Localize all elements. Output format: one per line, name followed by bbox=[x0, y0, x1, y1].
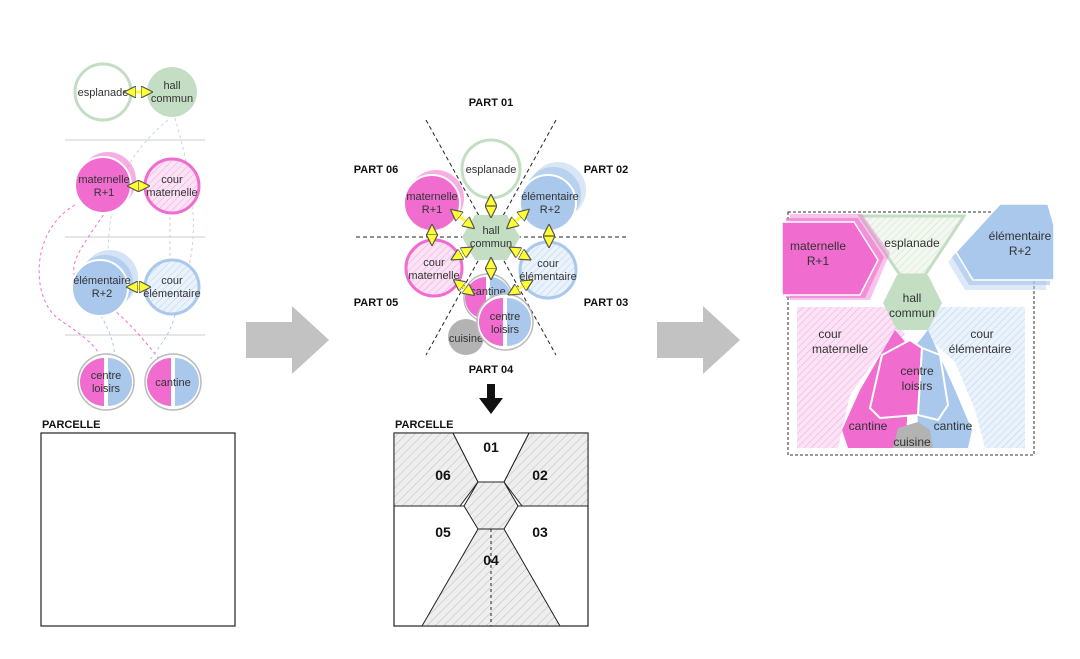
cour-label: cour bbox=[970, 327, 993, 341]
double-arrow bbox=[458, 283, 470, 292]
hall-label: commun bbox=[889, 306, 935, 320]
double-arrow bbox=[511, 213, 525, 225]
centre-loisirs-pink-half bbox=[80, 358, 104, 406]
right-plan: cour maternelle cour élémentaire esplana… bbox=[781, 203, 1055, 456]
part-03-label: PART 03 bbox=[584, 297, 628, 309]
cour-label: cour bbox=[161, 174, 183, 186]
big-right-arrow bbox=[246, 306, 329, 374]
cour-label: maternelle bbox=[408, 270, 459, 282]
hall-commun-circle bbox=[147, 67, 197, 117]
cour-label: cour bbox=[537, 258, 559, 270]
maternelle-block bbox=[781, 221, 879, 296]
cour-maternelle-circle bbox=[143, 157, 201, 215]
connector-line bbox=[174, 117, 194, 291]
zone-05-label: 05 bbox=[435, 524, 451, 540]
cuisine-label: cuisine bbox=[449, 333, 483, 345]
centre-label: centre bbox=[91, 370, 122, 382]
centre-label: centre bbox=[490, 311, 521, 323]
maternelle-label: maternelle bbox=[790, 239, 846, 253]
part-06-label: PART 06 bbox=[354, 164, 398, 176]
maternelle-level: R+1 bbox=[807, 254, 830, 268]
left-diagram: esplanade hall commun maternelle R+1 cou… bbox=[38, 62, 236, 627]
centre-loisirs-pink-half bbox=[479, 298, 503, 346]
centre-loisirs-blue-half bbox=[507, 298, 531, 346]
elementaire-circle bbox=[519, 174, 577, 232]
elementaire-label: élémentaire bbox=[73, 275, 130, 287]
cantine-pink-half bbox=[147, 358, 171, 406]
maternelle-level: R+1 bbox=[422, 204, 443, 216]
cuisine-circle bbox=[448, 319, 484, 355]
centre-loisirs-blue-half bbox=[108, 358, 132, 406]
cour-label: cour bbox=[818, 327, 841, 341]
connector-line bbox=[149, 314, 176, 361]
hall-label: hall bbox=[163, 80, 180, 92]
site-boundary bbox=[787, 211, 1035, 456]
part-04-label: PART 04 bbox=[469, 364, 514, 376]
cantine-label: cantine bbox=[155, 377, 190, 389]
cantine-label: cantine bbox=[934, 419, 973, 433]
elementaire-label: élémentaire bbox=[521, 191, 578, 203]
zone-01-label: 01 bbox=[483, 439, 499, 455]
down-arrow-icon bbox=[479, 384, 503, 414]
cour-elementaire-circle bbox=[143, 258, 201, 316]
hall-label: hall bbox=[482, 225, 499, 237]
centre-label: centre bbox=[900, 364, 934, 378]
cour-label: maternelle bbox=[812, 342, 868, 356]
big-right-arrow bbox=[657, 306, 740, 374]
cour-label: cour bbox=[161, 275, 183, 287]
middle-diagram: PART 01 PART 02 PART 03 PART 04 PART 05 … bbox=[354, 97, 628, 627]
esplanade-label: esplanade bbox=[78, 87, 129, 99]
cour-maternelle-zone bbox=[797, 307, 905, 448]
cour-label: élémentaire bbox=[949, 342, 1012, 356]
cuisine-label: cuisine bbox=[893, 435, 931, 449]
maternelle-level: R+1 bbox=[94, 187, 115, 199]
cuisine-block bbox=[893, 422, 933, 448]
maternelle-label: maternelle bbox=[406, 191, 457, 203]
centre-label: loisirs bbox=[902, 379, 933, 393]
elementaire-block bbox=[955, 203, 1055, 281]
double-arrow bbox=[514, 250, 526, 257]
parcelle-title: PARCELLE bbox=[42, 419, 100, 431]
parcelle-title: PARCELLE bbox=[395, 419, 453, 431]
double-arrow bbox=[513, 283, 528, 292]
zone-02-label: 02 bbox=[532, 467, 548, 483]
hall-label: commun bbox=[151, 93, 193, 105]
cour-elementaire-circle bbox=[518, 240, 578, 300]
zone-06-label: 06 bbox=[435, 467, 451, 483]
zone-06 bbox=[393, 432, 479, 507]
part-01-label: PART 01 bbox=[469, 97, 513, 109]
elementaire-level: R+2 bbox=[1009, 244, 1032, 258]
zone-04-label: 04 bbox=[483, 552, 499, 568]
elementaire-level: R+2 bbox=[92, 288, 113, 300]
esplanade-label: esplanade bbox=[884, 236, 940, 250]
centre-label: loisirs bbox=[92, 383, 121, 395]
connector-line bbox=[38, 204, 101, 361]
elementaire-label: élémentaire bbox=[989, 229, 1052, 243]
elementaire-level: R+2 bbox=[540, 204, 561, 216]
double-arrow bbox=[456, 250, 468, 257]
cour-label: élémentaire bbox=[143, 288, 200, 300]
zone-03-label: 03 bbox=[532, 524, 548, 540]
centre-label: loisirs bbox=[491, 324, 520, 336]
maternelle-label: maternelle bbox=[78, 174, 129, 186]
cour-label: cour bbox=[423, 257, 445, 269]
maternelle-circle bbox=[403, 174, 461, 232]
double-arrow bbox=[455, 213, 470, 225]
parcelle-box bbox=[40, 432, 236, 627]
cour-label: élémentaire bbox=[519, 271, 576, 283]
hall-label: hall bbox=[903, 291, 922, 305]
cour-label: maternelle bbox=[146, 187, 197, 199]
cour-elementaire-zone bbox=[925, 307, 1025, 448]
centre-loisirs-blue bbox=[916, 346, 950, 422]
esplanade-label: esplanade bbox=[466, 164, 517, 176]
hall-label: commun bbox=[470, 238, 512, 250]
cantine-label: cantine bbox=[849, 419, 888, 433]
hall-commun-hexagon bbox=[883, 275, 942, 330]
part-02-label: PART 02 bbox=[584, 164, 628, 176]
cantine-blue-half bbox=[175, 358, 199, 406]
part-05-label: PART 05 bbox=[354, 297, 398, 309]
